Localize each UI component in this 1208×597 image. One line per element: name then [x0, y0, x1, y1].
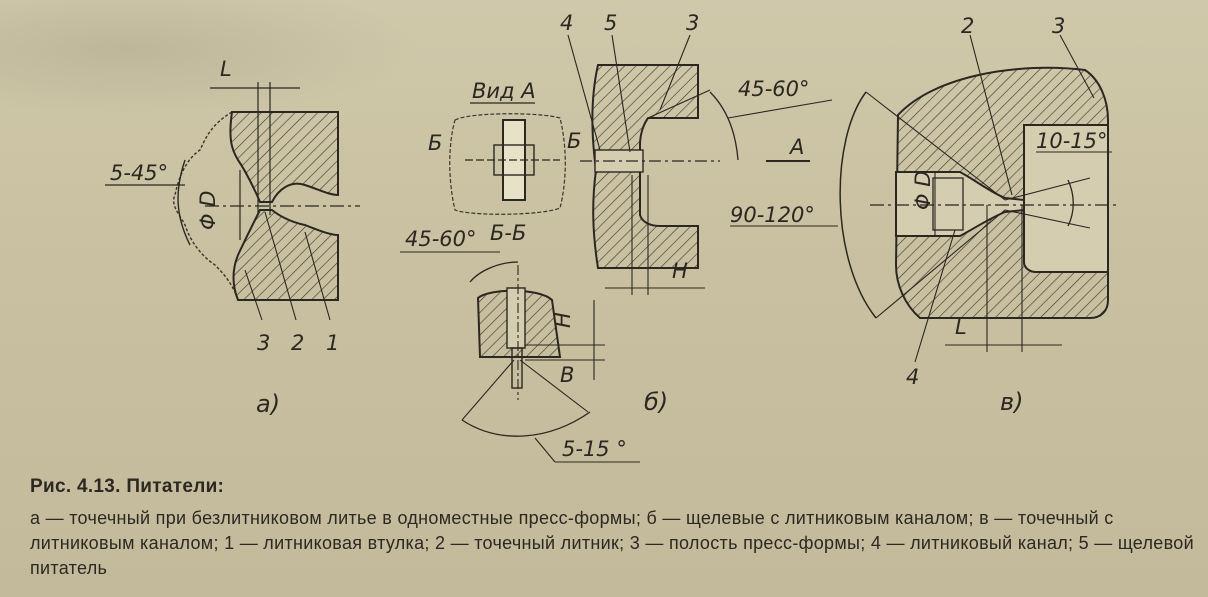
fig-b-leader-3 — [659, 34, 691, 111]
fig-v-angle-left-label: 90-120° — [730, 203, 815, 227]
fig-v-dim-D-label: Φ D — [911, 171, 935, 210]
fig-b-view-outline — [449, 113, 566, 215]
fig-a-label-2: 2 — [291, 331, 304, 355]
fig-a-sublabel: a) — [256, 390, 280, 418]
fig-v-small-angle-arc — [1067, 179, 1074, 227]
fig-a-label-1: 1 — [326, 331, 339, 355]
fig-a-leader-1 — [304, 231, 331, 321]
fig-b-detail-cone-right — [519, 359, 589, 413]
fig-a-angle-label: 5-45° — [110, 161, 168, 185]
fig-b-angle-leader — [727, 99, 833, 119]
fig-v-big-arc — [839, 91, 877, 319]
fig-v-ray-lower — [875, 209, 1006, 319]
fig-b-view-label: Вид A — [472, 79, 536, 103]
fig-b-label-3: 3 — [686, 11, 699, 35]
fig-b-mold-section — [591, 64, 699, 269]
figure-v: 2 3 10-15° 90-120° Φ D L 4 в) — [730, 14, 1120, 416]
fig-a-angle-arc — [177, 159, 191, 246]
figure-a: 5-45° L Φ D 3 2 1 a) — [105, 57, 360, 418]
caption-text: а — точечный при безлитниковом литье в о… — [30, 508, 1194, 578]
fig-v-leader-4 — [914, 229, 956, 363]
fig-b-leader-4 — [567, 34, 601, 151]
fig-b-leader-5 — [611, 34, 631, 153]
bleed-through — [0, 0, 420, 120]
fig-v-small-angle-ray1 — [1004, 177, 1091, 201]
fig-b-label-4: 4 — [560, 11, 573, 35]
fig-v-label-4: 4 — [906, 365, 919, 389]
fig-b-detail-slot — [506, 287, 526, 349]
fig-b-label-5: 5 — [604, 11, 617, 35]
fig-v-cavity-white — [1023, 124, 1109, 273]
fig-v-label-2: 2 — [961, 14, 974, 38]
fig-b-angle-arc — [709, 91, 739, 161]
fig-b-detail-H-label: H — [551, 312, 575, 328]
fig-v-label-3: 3 — [1052, 14, 1065, 38]
fig-a-upper-part — [229, 111, 339, 203]
figure-caption: Рис. 4.13. Питатели: а — точечный при бе… — [30, 476, 1195, 581]
fig-a-lower-part — [232, 209, 339, 301]
fig-b-sublabel: б) — [644, 388, 668, 416]
fig-b-section-label: Б-Б — [490, 221, 526, 245]
fig-v-dim-L-label: L — [955, 315, 967, 339]
fig-a-dim-L-label: L — [220, 57, 232, 81]
fig-b-section-right: Б — [567, 129, 581, 153]
fig-v-angle-right-label: 10-15° — [1036, 129, 1108, 153]
fig-v-sublabel: в) — [1000, 388, 1024, 416]
fig-v-channel-white — [895, 171, 1025, 237]
fig-b-angle-top-label: 45-60° — [405, 227, 477, 251]
fig-b-H-label: H — [672, 259, 688, 283]
figure-drawing: 5-45° L Φ D 3 2 1 a) Вид A Б Б Б-Б — [105, 11, 1120, 463]
fig-b-angle-bottom-label: 5-15 ° — [562, 437, 627, 461]
fig-b-detail-cone-left — [461, 359, 515, 421]
fig-b-angle-line — [647, 89, 711, 119]
fig-b-detail-bottom-arc — [461, 411, 591, 437]
fig-a-body-outline — [173, 111, 239, 301]
fig-a-dim-D-label: Φ D — [196, 191, 220, 230]
fig-v-small-angle-ray2 — [1004, 209, 1091, 229]
figure-b: Вид A Б Б Б-Б 4 5 3 45-60° A H — [400, 11, 833, 463]
fig-a-leader-2 — [264, 211, 297, 321]
fig-b-section-left: Б — [428, 131, 442, 155]
fig-v-leader-3 — [1059, 34, 1095, 99]
fig-v-ray-upper — [865, 91, 1006, 201]
fig-v-leader-2 — [969, 34, 1013, 196]
fig-b-detail-B-label: B — [560, 363, 574, 387]
fig-b-angle-right-label: 45-60° — [738, 77, 810, 101]
caption-title: Рис. 4.13. Питатели: — [30, 476, 225, 497]
fig-v-sprue-bush — [932, 177, 964, 231]
fig-a-leader-3 — [244, 269, 263, 321]
fig-b-detail-gate — [511, 347, 523, 389]
fig-a-label-3: 3 — [257, 331, 270, 355]
fig-b-detail-top-arc — [469, 261, 519, 283]
fig-b-arrow-A-label: A — [788, 135, 804, 159]
fig-b-detail-bottom-leader — [534, 437, 556, 463]
